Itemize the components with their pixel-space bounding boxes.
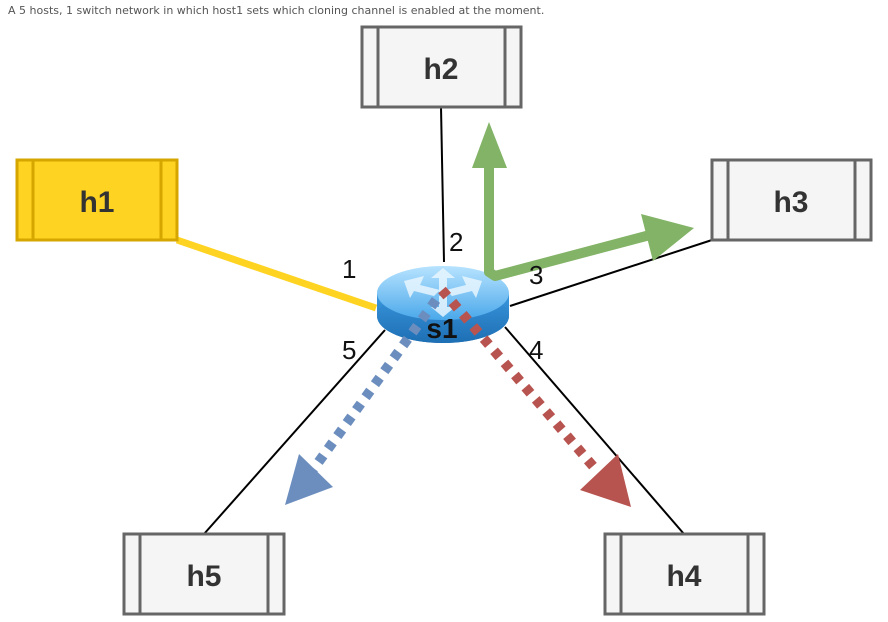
- link-h5-s1: [203, 329, 386, 535]
- channel-arrow-h4: [438, 286, 631, 507]
- host-h3[interactable]: h3: [710, 158, 873, 242]
- host-h5-label: h5: [186, 560, 221, 593]
- link-h3-s1: [509, 239, 713, 307]
- channel-arrow-h2-h3: [472, 122, 694, 281]
- host-h2-label: h2: [423, 53, 458, 86]
- port-label-4: 4: [529, 335, 543, 365]
- port-label-2: 2: [449, 227, 463, 257]
- host-h5[interactable]: h5: [122, 532, 286, 616]
- port-label-1: 1: [342, 254, 356, 284]
- link-h2-s1: [440, 106, 445, 263]
- port-label-5: 5: [342, 335, 356, 365]
- host-h2[interactable]: h2: [360, 25, 523, 109]
- host-h1[interactable]: h1: [15, 158, 179, 242]
- port-label-3: 3: [529, 260, 543, 290]
- host-h4-label: h4: [666, 560, 701, 593]
- switch-arrows-icon: [404, 268, 482, 317]
- channel-arrow-h5: [285, 297, 441, 505]
- link-h1-s1: [175, 236, 378, 312]
- host-h1-label: h1: [79, 186, 114, 219]
- link-h4-s1: [504, 326, 685, 535]
- diagram-caption: A 5 hosts, 1 switch network in which hos…: [8, 4, 545, 17]
- host-h3-label: h3: [773, 186, 808, 219]
- host-h4[interactable]: h4: [603, 532, 766, 616]
- switch-s1-label: s1: [426, 313, 457, 344]
